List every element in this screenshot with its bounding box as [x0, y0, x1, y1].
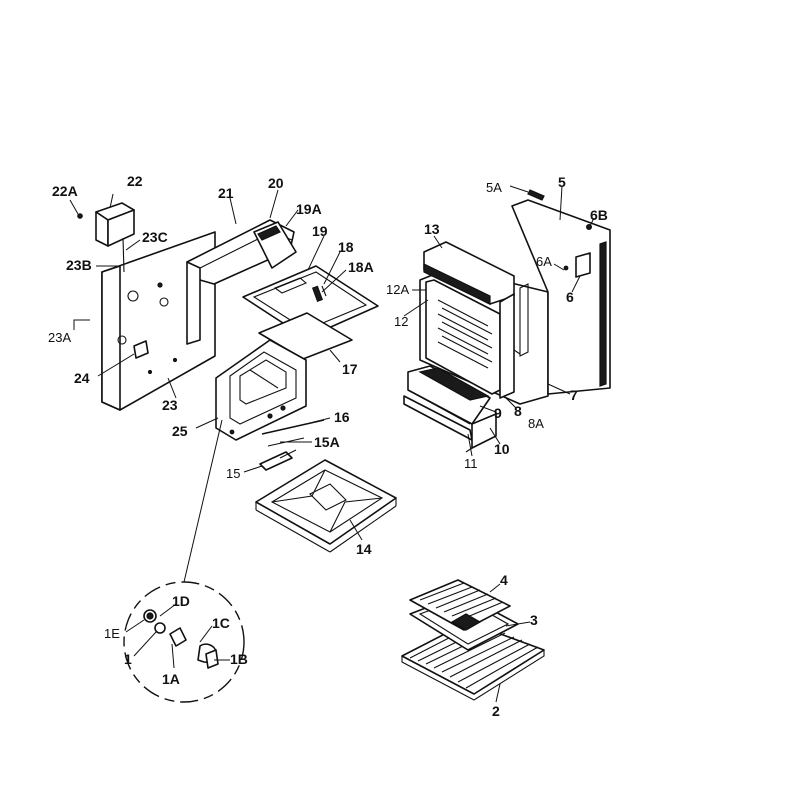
label-22: 22 — [127, 173, 143, 189]
leader-lines — [69, 185, 595, 703]
label-21: 21 — [218, 185, 234, 201]
label-8A: 8A — [528, 416, 544, 431]
front-frame-25 — [215, 339, 307, 441]
label-15: 15 — [226, 466, 240, 481]
label-25: 25 — [172, 423, 188, 439]
label-16: 16 — [334, 409, 350, 425]
label-11: 11 — [464, 456, 478, 471]
label-8: 8 — [514, 403, 522, 419]
label-24: 24 — [74, 370, 90, 386]
label-1: 1 — [124, 651, 132, 667]
label-19A: 19A — [296, 201, 322, 217]
part-labels: 22A 22 21 20 19A 19 18 18A 23C 23B 23A 2… — [48, 173, 608, 719]
label-20: 20 — [268, 175, 284, 191]
oven-racks — [401, 579, 545, 701]
label-18A: 18A — [348, 259, 374, 275]
label-7: 7 — [570, 387, 578, 403]
side-panel-5 — [511, 189, 611, 395]
label-9: 9 — [494, 405, 502, 421]
label-1A: 1A — [162, 671, 180, 687]
label-12A: 12A — [386, 282, 409, 297]
label-18: 18 — [338, 239, 354, 255]
label-19: 19 — [312, 223, 328, 239]
label-10: 10 — [494, 441, 510, 457]
label-6: 6 — [566, 289, 574, 305]
label-1B: 1B — [230, 651, 248, 667]
label-12: 12 — [394, 314, 408, 329]
label-23B: 23B — [66, 257, 92, 273]
label-14: 14 — [356, 541, 372, 557]
oven-body-assembly — [403, 241, 549, 453]
label-6B: 6B — [590, 207, 608, 223]
label-5A: 5A — [486, 180, 502, 195]
broiler-pan-14 — [255, 459, 397, 553]
label-5: 5 — [558, 174, 566, 190]
label-13: 13 — [424, 221, 440, 237]
label-6A: 6A — [536, 254, 552, 269]
label-23C: 23C — [142, 229, 168, 245]
label-22A: 22A — [52, 183, 78, 199]
label-15A: 15A — [314, 434, 340, 450]
label-2: 2 — [492, 703, 500, 719]
small-parts-15-16 — [259, 419, 325, 471]
detail-inset — [123, 419, 245, 703]
oven-top-panel — [242, 265, 379, 360]
bracket-22 — [77, 202, 135, 273]
label-23A: 23A — [48, 330, 71, 345]
label-4: 4 — [500, 572, 508, 588]
label-1E: 1E — [104, 626, 120, 641]
label-3: 3 — [530, 612, 538, 628]
label-17: 17 — [342, 361, 358, 377]
label-1D: 1D — [172, 593, 190, 609]
side-panel-assembly — [101, 219, 297, 411]
label-1C: 1C — [212, 615, 230, 631]
label-23: 23 — [162, 397, 178, 413]
